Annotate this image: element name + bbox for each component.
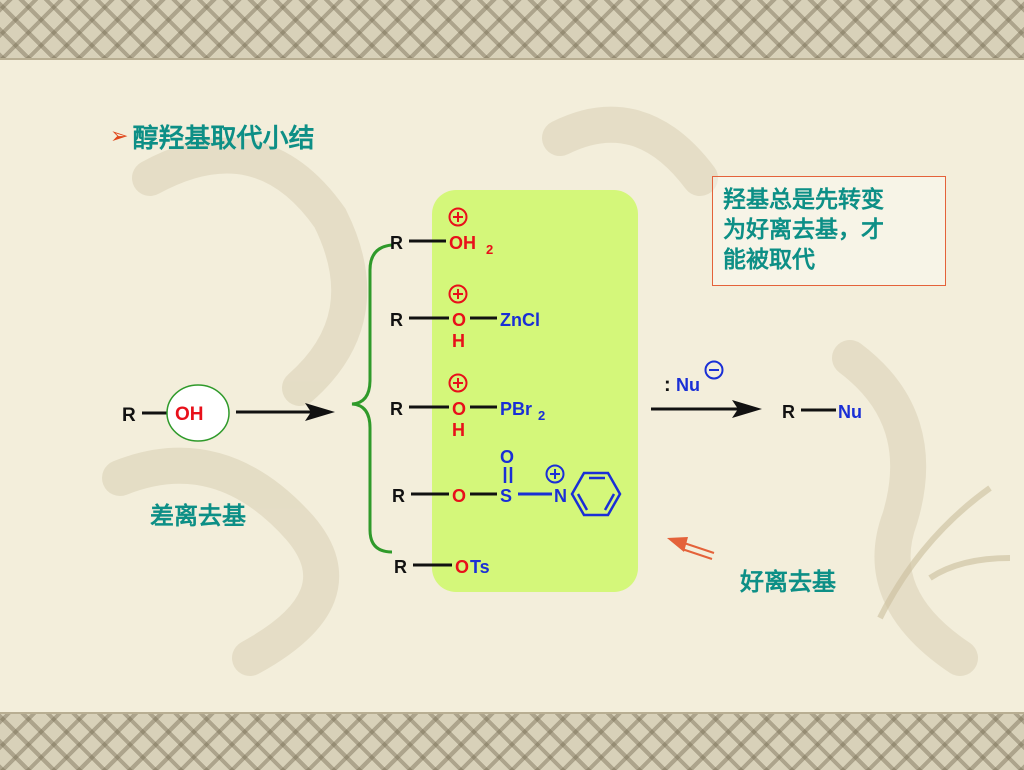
intermediate-pyridinium-sulfite: R O S O N xyxy=(392,447,622,517)
int3-pbr: PBr xyxy=(500,399,532,419)
int2-zncl: ZnCl xyxy=(500,310,540,330)
note-line-2: 为好离去基，才 xyxy=(723,217,884,243)
int5-o: O xyxy=(455,557,469,577)
int4-r: R xyxy=(392,486,405,506)
int3-h: H xyxy=(452,420,465,440)
int4-s: S xyxy=(500,486,512,506)
int2-h: H xyxy=(452,331,465,351)
lone-pair-colon: : xyxy=(664,374,671,396)
leaving-group-highlight-box xyxy=(432,190,638,592)
int2-o: O xyxy=(452,310,466,330)
intermediate-oxonium: R OH 2 xyxy=(390,207,493,257)
nucleophile-nu: Nu xyxy=(676,375,700,395)
int1-r: R xyxy=(390,233,403,253)
positive-charge-icon xyxy=(448,373,468,393)
note-line-1: 羟基总是先转变 xyxy=(723,187,884,213)
negative-charge-icon xyxy=(704,360,724,380)
reactant-oh: OH xyxy=(175,404,204,425)
arrow-bullet-icon: ➢ xyxy=(110,124,129,149)
positive-charge-icon xyxy=(448,207,468,227)
nucleophile: : Nu xyxy=(664,360,724,396)
intermediate-pbr2: R O H PBr 2 xyxy=(390,373,545,440)
hydroxyl-circle xyxy=(166,384,230,442)
int5-ts: Ts xyxy=(470,557,490,577)
int4-n: N xyxy=(554,486,567,506)
poor-leaving-group-label: 差离去基 xyxy=(150,502,246,530)
int3-o: O xyxy=(452,399,466,419)
note-box: 羟基总是先转变 为好离去基，才 能被取代 xyxy=(712,176,946,286)
slide-title-text: 醇羟基取代小结 xyxy=(132,124,315,154)
pyridine-ring-icon xyxy=(570,471,622,517)
top-border-decoration xyxy=(0,0,1024,60)
product: R Nu xyxy=(782,402,862,422)
reaction-arrow-2 xyxy=(651,400,762,418)
reactant-r: R xyxy=(122,405,136,426)
int3-subscript: 2 xyxy=(538,408,545,423)
positive-charge-icon xyxy=(545,464,565,484)
int3-r: R xyxy=(390,399,403,419)
slide-title: ➢ 醇羟基取代小结 xyxy=(110,118,314,155)
int5-r: R xyxy=(394,557,407,577)
int4-o: O xyxy=(452,486,466,506)
int1-oh: OH xyxy=(449,233,476,253)
int4-s-oxygen: O xyxy=(500,447,514,467)
note-line-3: 能被取代 xyxy=(723,247,815,273)
product-nu: Nu xyxy=(838,402,862,422)
reactant-alcohol: R OH xyxy=(122,384,230,442)
positive-charge-icon xyxy=(448,284,468,304)
pointer-arrow-icon xyxy=(667,537,715,560)
product-r: R xyxy=(782,402,795,422)
reaction-arrow-1 xyxy=(236,403,335,421)
int2-r: R xyxy=(390,310,403,330)
good-leaving-group-label: 好离去基 xyxy=(740,568,836,596)
intermediate-zncl: R O H ZnCl xyxy=(390,284,540,351)
curly-bracket xyxy=(351,243,393,554)
intermediate-tosylate: R O Ts xyxy=(394,557,490,577)
int1-subscript: 2 xyxy=(486,242,493,257)
bottom-border-decoration xyxy=(0,712,1024,770)
